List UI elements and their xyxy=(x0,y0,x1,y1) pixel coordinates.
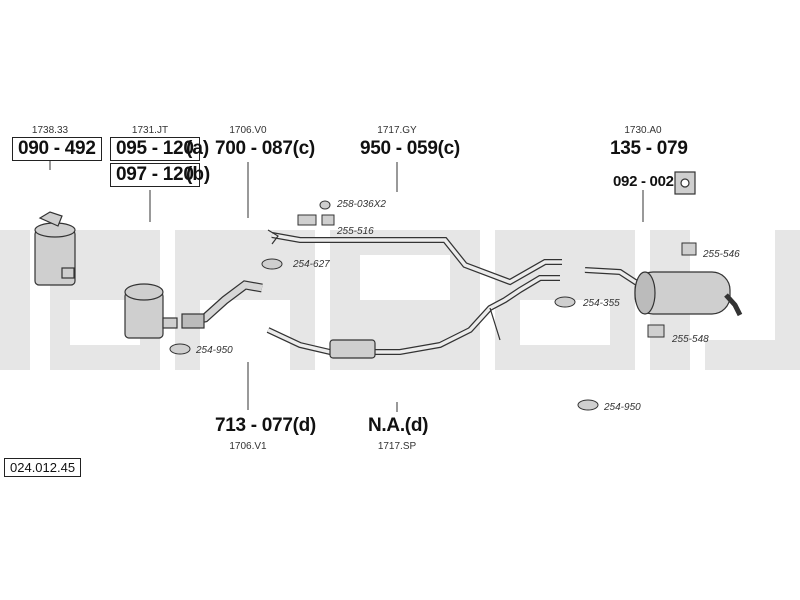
middle-pipe-c-part-number[interactable]: 950 - 059(c) xyxy=(360,138,460,159)
rear-clamp-icon xyxy=(674,171,696,195)
accessory-ref-254-627[interactable]: 254-627 xyxy=(293,259,330,270)
accessory-ref-254-950-front[interactable]: 254-950 xyxy=(196,345,233,356)
front-flex-pipe xyxy=(181,280,263,329)
accessory-ref-254-355[interactable]: 254-355 xyxy=(583,298,620,309)
front-pipe-c-part-number[interactable]: 700 - 087(c) xyxy=(215,138,315,159)
rear-clamp-part-number[interactable]: 092 - 002 xyxy=(613,173,674,190)
catalyst-unit xyxy=(124,283,178,339)
leader-lines xyxy=(49,160,644,412)
dpf-part-number[interactable]: 090 - 492 xyxy=(12,137,102,161)
cat-b-suffix: (b) xyxy=(186,164,211,185)
accessory-ref-255-548[interactable]: 255-548 xyxy=(672,334,709,345)
middle-pipe-upper xyxy=(267,229,562,286)
front-pipe-d-part-number[interactable]: 713 - 077(d) xyxy=(215,415,316,436)
accessory-ref-258-036x2[interactable]: 258-036X2 xyxy=(337,199,386,210)
front-pipe-lower xyxy=(266,275,560,359)
cat-a-oe-label: 1731.JT xyxy=(131,125,169,136)
accessory-ref-255-516[interactable]: 255-516 xyxy=(337,226,374,237)
dpf-oe-label: 1738.33 xyxy=(31,125,69,136)
middle-pipe-c-oe-label: 1717.GY xyxy=(377,125,417,136)
accessory-ref-254-950-rear[interactable]: 254-950 xyxy=(604,402,641,413)
front-pipe-d-oe-label: 1706.V1 xyxy=(229,441,267,452)
accessory-ref-255-546[interactable]: 255-546 xyxy=(703,249,740,260)
middle-pipe-d-part-number[interactable]: N.A.(d) xyxy=(368,415,429,436)
catalog-number: 024.012.45 xyxy=(4,458,82,477)
cat-a-part-number[interactable]: 095 - 120 xyxy=(110,137,200,161)
cat-b-part-number[interactable]: 097 - 120 xyxy=(110,163,200,187)
rear-silencer-drawing xyxy=(584,267,743,317)
middle-pipe-d-oe-label: 1717.SP xyxy=(377,441,417,452)
accessory-glyphs xyxy=(169,200,697,411)
rear-silencer-oe-label: 1730.A0 xyxy=(624,125,662,136)
dpf-unit xyxy=(34,211,76,286)
rear-silencer-part-number[interactable]: 135 - 079 xyxy=(610,138,688,159)
front-pipe-c-oe-label: 1706.V0 xyxy=(229,125,267,136)
cat-a-suffix: (a) xyxy=(186,138,210,159)
